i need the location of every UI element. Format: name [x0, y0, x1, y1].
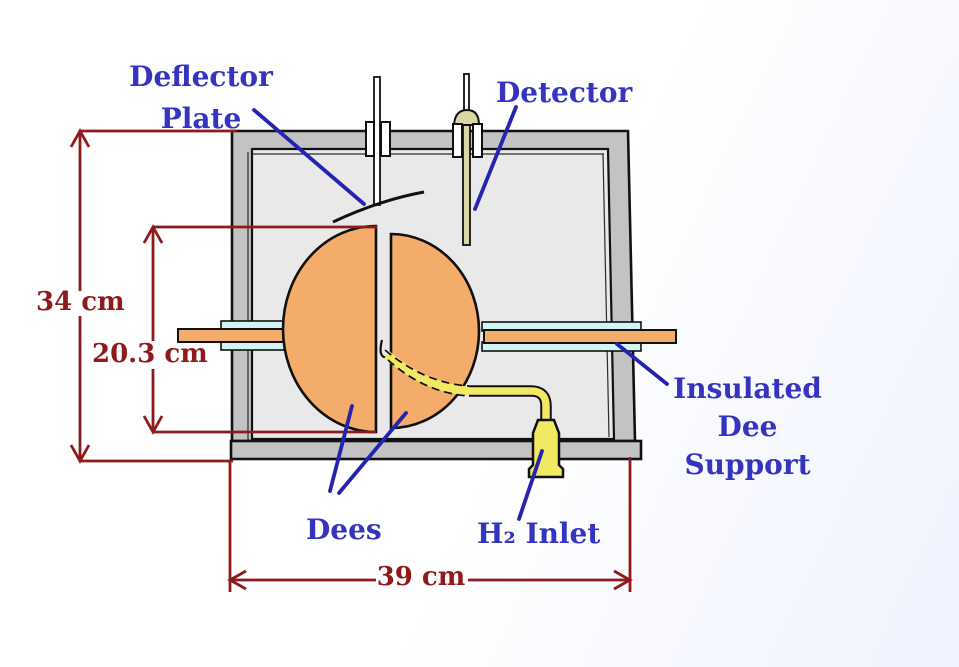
h2-tube	[469, 387, 550, 421]
right-dee	[389, 232, 481, 430]
h2-capillary-edge-bottom	[387, 359, 470, 397]
detector-rod	[462, 117, 471, 246]
dimension-39cm	[227, 457, 633, 592]
wall-inner-line	[602, 153, 610, 438]
dim-34-arrow-up	[69, 128, 91, 148]
leader-insulated-support	[615, 342, 669, 386]
leader-dees-right	[337, 411, 408, 495]
deflector-plate-label: Deflector Plate	[129, 60, 273, 135]
deflector-plate-arc	[332, 190, 425, 224]
leader-lines	[252, 105, 669, 521]
detector-dome	[452, 108, 481, 126]
leader-deflector-plate	[252, 108, 366, 206]
deflector-collar-left	[365, 121, 375, 157]
insulated-dee-support-label: Insulated Dee Support	[673, 372, 822, 481]
h2-inlet-label: H₂ Inlet	[477, 517, 601, 550]
detector-label: Detector	[496, 76, 633, 109]
dim-39-arrow-right	[613, 569, 633, 591]
detector-collar-left	[452, 123, 463, 158]
deflector-collar-right	[380, 121, 391, 157]
leader-detector	[473, 105, 518, 211]
dimension-203cm-label: 20.3 cm	[92, 339, 208, 369]
dimension-34cm-label: 34 cm	[36, 287, 125, 317]
detector-collar-right	[472, 123, 483, 158]
dees-label: Dees	[306, 513, 382, 546]
chamber-floor	[229, 439, 643, 461]
dimension-39cm-label: 39 cm	[376, 562, 466, 592]
leader-h2-inlet	[517, 449, 544, 521]
right-support-rod	[483, 329, 677, 344]
leader-dees-left	[328, 404, 354, 493]
dimension-34cm	[69, 128, 237, 464]
dim-34-arrow-down	[69, 444, 91, 464]
dimension-203cm	[142, 224, 377, 435]
h2-capillary-edge-top	[384, 349, 470, 387]
dim-203-arrow-up	[142, 224, 164, 244]
left-dee	[281, 224, 378, 434]
dim-39-arrow-left	[227, 569, 247, 591]
dim-203-arrow-down	[142, 415, 164, 435]
h2-capillary-fill	[384, 351, 470, 396]
